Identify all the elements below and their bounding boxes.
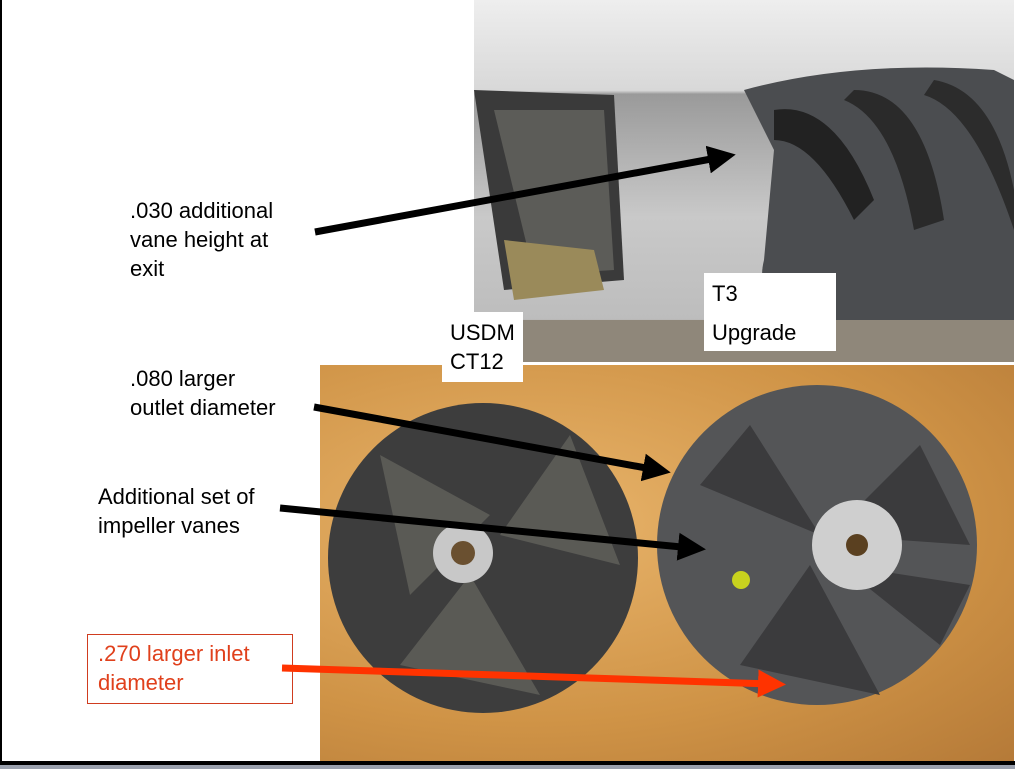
annotation-line: .030 additional <box>130 198 274 223</box>
impeller-annotation: Additional set of impeller vanes <box>98 482 255 540</box>
annotation-line: outlet diameter <box>130 395 276 420</box>
outlet-annotation: .080 larger outlet diameter <box>130 364 276 422</box>
t3-upgrade-label: T3 Upgrade <box>704 273 836 351</box>
usdm-ct12-label: USDM CT12 <box>442 312 523 382</box>
annotation-line: .270 larger inlet <box>98 641 250 666</box>
inlet-arrow <box>281 664 786 698</box>
label-line: Upgrade <box>712 320 797 345</box>
outlet-arrow <box>313 403 671 482</box>
annotation-line: .080 larger <box>130 366 236 391</box>
top-view-photo <box>320 365 1014 761</box>
vane-height-annotation: .030 additional vane height at exit <box>130 196 273 283</box>
inlet-annotation: .270 larger inlet diameter <box>87 634 293 704</box>
annotation-line: exit <box>130 256 165 281</box>
annotation-line: Additional set of <box>98 484 255 509</box>
impeller-arrow <box>279 504 706 561</box>
compressor-wheels-top-view <box>328 385 977 713</box>
annotation-line: vane height at <box>130 227 269 252</box>
annotation-line: impeller vanes <box>98 513 240 538</box>
label-line: CT12 <box>450 349 504 374</box>
label-line: USDM <box>450 320 515 345</box>
label-line: T3 <box>712 281 738 306</box>
annotation-line: diameter <box>98 670 184 695</box>
vane-height-arrow <box>314 145 736 236</box>
